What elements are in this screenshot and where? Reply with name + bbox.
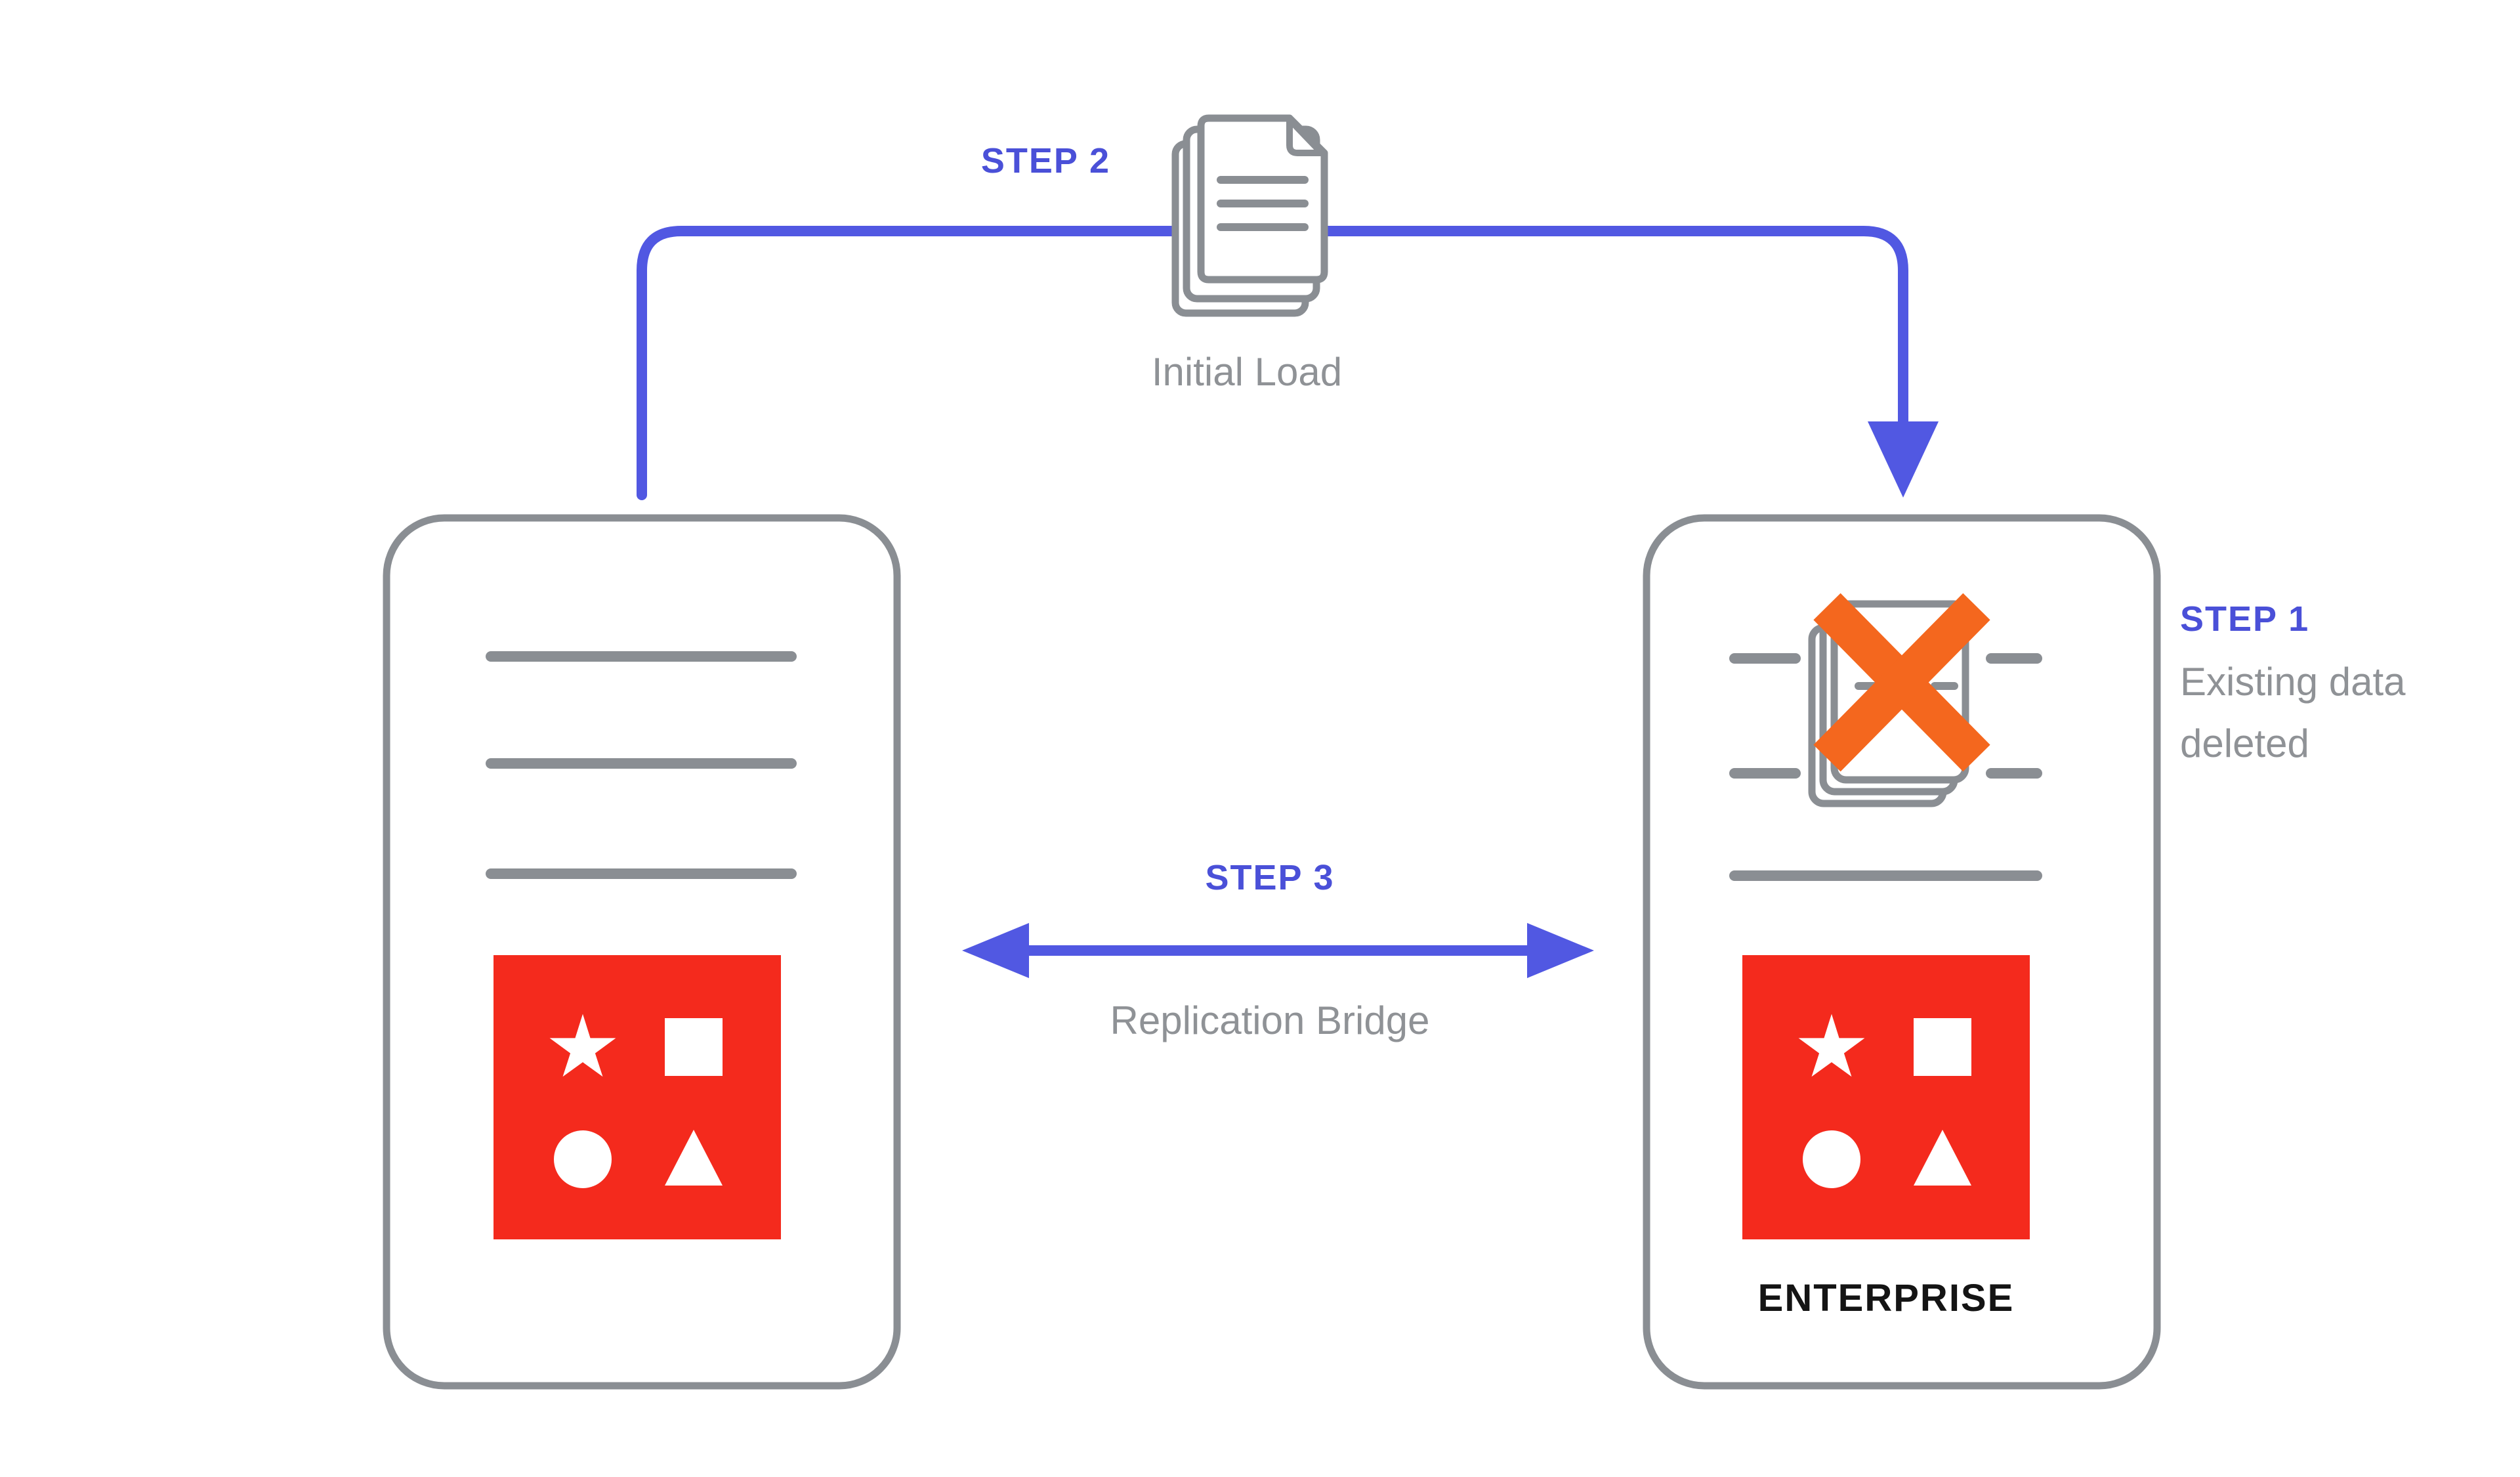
star-icon	[1798, 1014, 1865, 1077]
star-icon	[549, 1014, 616, 1077]
square-icon	[665, 1018, 723, 1076]
step1-label: STEP 1	[2180, 599, 2310, 639]
circle-icon	[554, 1130, 612, 1188]
circle-icon	[1803, 1130, 1860, 1188]
database-logo-icon	[1742, 955, 2030, 1239]
square-icon	[1914, 1018, 1971, 1076]
database-logo-icon	[494, 955, 781, 1239]
step3-label: STEP 3	[1205, 858, 1335, 897]
documents-stack-icon	[1171, 114, 1328, 317]
page-fold-icon	[1286, 116, 1325, 156]
target-server-icon	[1643, 514, 2161, 1390]
triangle-icon	[665, 1130, 723, 1186]
step2-label: STEP 2	[980, 141, 1110, 181]
data-row-line-icon	[486, 651, 797, 879]
step1-caption-line2: deleted	[2180, 721, 2309, 765]
source-server-icon	[383, 514, 901, 1390]
step3-caption: Replication Bridge	[1110, 998, 1430, 1042]
double-arrow-icon	[962, 923, 1594, 978]
step2-caption: Initial Load	[1151, 350, 1343, 394]
step1-caption-line1: Existing data	[2180, 660, 2406, 704]
deleted-documents-icon	[1808, 593, 1990, 807]
x-mark-icon	[1813, 593, 1990, 772]
arrow-down-icon	[1868, 421, 1939, 498]
triangle-icon	[1914, 1130, 1971, 1186]
data-row-line-icon	[1729, 653, 2042, 881]
enterprise-badge: ENTERPRISE	[1757, 1277, 2015, 1319]
